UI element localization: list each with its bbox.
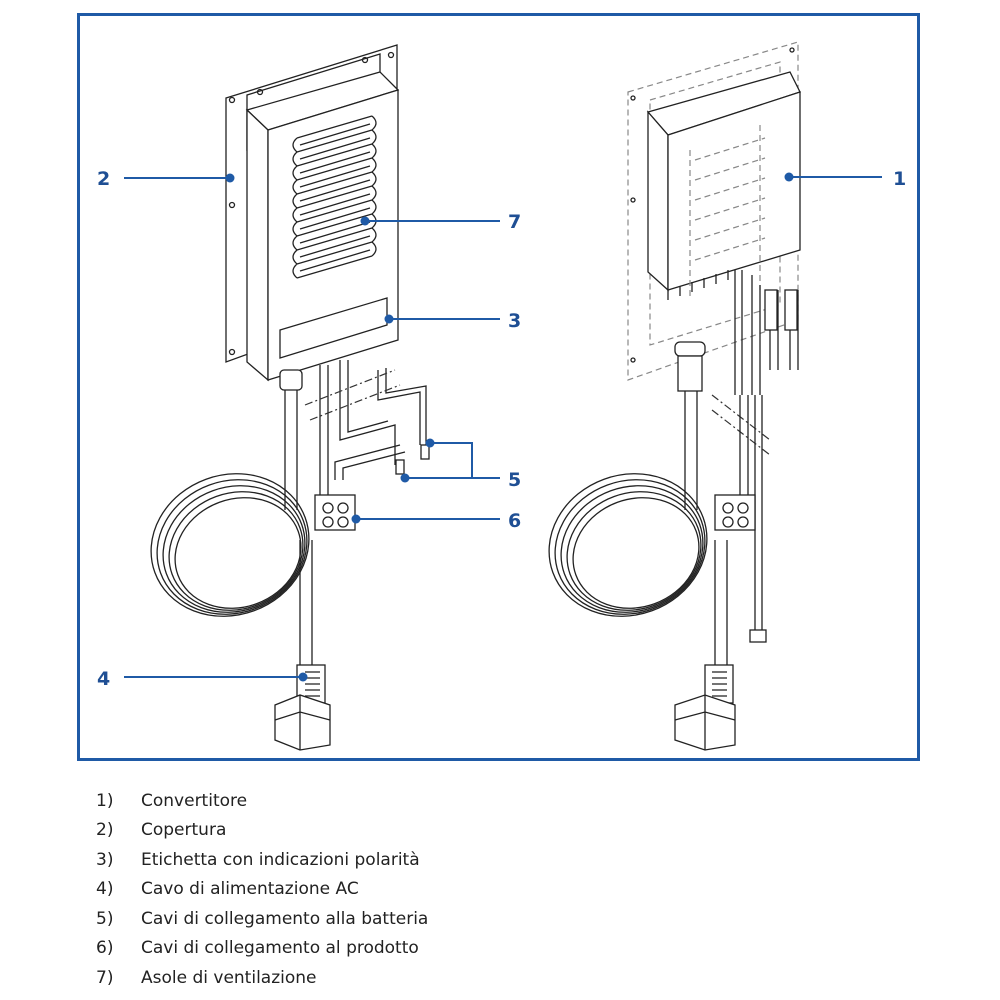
legend-number: 2)	[96, 820, 114, 841]
legend-number: 3)	[96, 849, 114, 870]
svg-text:3: 3	[508, 310, 521, 332]
legend-number: 7)	[96, 967, 114, 988]
legend-label: Etichetta con indicazioni polarità	[141, 849, 420, 870]
legend-number: 4)	[96, 879, 114, 900]
svg-text:4: 4	[97, 668, 110, 690]
legend-number: 1)	[96, 790, 114, 811]
svg-text:1: 1	[893, 168, 906, 190]
legend-number: 5)	[96, 908, 114, 929]
callout-3: 3	[384, 310, 521, 332]
left-device-covered	[150, 44, 430, 751]
battery-terminal	[420, 444, 430, 460]
polarity-label	[279, 297, 388, 359]
legend-item: 6) Cavi di collegamento al prodotto	[96, 934, 428, 964]
battery-terminal	[395, 459, 405, 475]
parts-legend: 1) Convertitore 2) Copertura 3) Etichetta c…	[96, 786, 428, 993]
legend-item: 1) Convertitore	[96, 786, 428, 816]
legend-label: Cavo di alimentazione AC	[141, 879, 359, 900]
legend-label: Convertitore	[141, 790, 248, 811]
legend-label: Cavi di collegamento alla batteria	[141, 908, 429, 929]
legend-label: Cavi di collegamento al prodotto	[141, 938, 419, 959]
svg-text:7: 7	[508, 211, 521, 233]
legend-item: 5) Cavi di collegamento alla batteria	[96, 904, 428, 934]
svg-text:6: 6	[508, 510, 521, 532]
figure-frame	[77, 13, 920, 761]
legend-item: 3) Etichetta con indicazioni polarità	[96, 845, 428, 875]
callout-2: 2	[97, 168, 235, 190]
converter-body	[667, 91, 801, 291]
terminal-block	[314, 494, 356, 531]
svg-text:5: 5	[508, 469, 521, 491]
callout-1: 1	[784, 168, 906, 190]
callout-5: 5	[400, 438, 521, 491]
callout-6: 6	[351, 510, 521, 532]
legend-label: Asole di ventilazione	[141, 967, 317, 988]
legend-item: 2) Copertura	[96, 816, 428, 846]
legend-item: 7) Asole di ventilazione	[96, 963, 428, 993]
svg-text:2: 2	[97, 168, 110, 190]
callout-4: 4	[97, 668, 308, 690]
legend-number: 6)	[96, 938, 114, 959]
cover-front	[267, 89, 399, 381]
legend-label: Copertura	[141, 820, 227, 841]
ac-plug	[274, 664, 331, 751]
ventilation-slots	[292, 115, 377, 279]
right-device-converter	[548, 41, 801, 751]
legend-item: 4) Cavo di alimentazione AC	[96, 875, 428, 905]
callout-7: 7	[360, 211, 521, 233]
